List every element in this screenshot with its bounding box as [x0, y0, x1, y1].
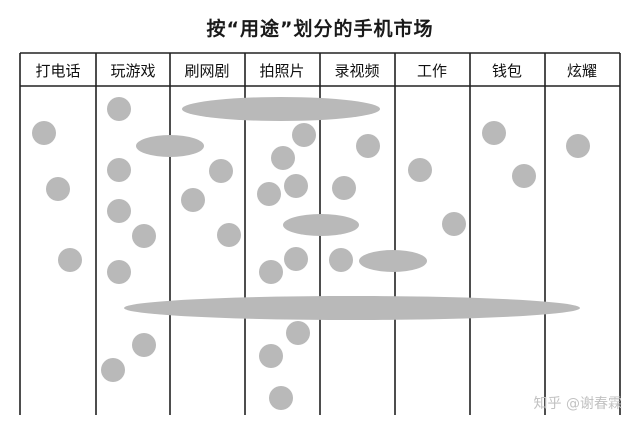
watermark: 知乎 @谢春霖	[533, 396, 622, 412]
column-header-streaming: 刷网剧	[184, 62, 229, 80]
user-dot	[132, 333, 156, 357]
table-grid	[19, 52, 621, 415]
column-header-work: 工作	[417, 62, 447, 80]
user-dot	[512, 164, 536, 188]
user-dot	[107, 97, 131, 121]
column-header-call: 打电话	[35, 62, 80, 80]
user-dot	[332, 176, 356, 200]
user-dot	[269, 386, 293, 410]
segment-ellipse	[136, 135, 204, 157]
user-dot	[32, 121, 56, 145]
segment-ellipse	[359, 250, 427, 272]
segment-ellipse	[182, 97, 380, 121]
user-dot	[271, 146, 295, 170]
user-dot	[107, 199, 131, 223]
user-dot	[408, 158, 432, 182]
user-dot	[107, 260, 131, 284]
user-dot	[442, 212, 466, 236]
user-dot	[284, 174, 308, 198]
user-dot	[292, 123, 316, 147]
column-header-photo: 拍照片	[259, 62, 304, 80]
segment-ellipse	[283, 214, 359, 236]
user-dot	[259, 344, 283, 368]
user-dot	[566, 134, 590, 158]
user-dot	[107, 158, 131, 182]
user-dot	[181, 188, 205, 212]
user-dot	[356, 134, 380, 158]
user-dot	[259, 260, 283, 284]
user-dot	[209, 159, 233, 183]
user-dot	[286, 321, 310, 345]
user-dots	[32, 97, 590, 410]
column-header-wallet: 钱包	[492, 62, 522, 80]
user-dot	[482, 121, 506, 145]
segment-ellipse	[124, 296, 580, 320]
user-dot	[329, 248, 353, 272]
user-dot	[58, 248, 82, 272]
column-header-video: 录视频	[334, 62, 379, 80]
user-dot	[132, 224, 156, 248]
user-dot	[101, 358, 125, 382]
column-header-gaming: 玩游戏	[110, 62, 155, 80]
user-dot	[284, 247, 308, 271]
segment-ellipses	[124, 97, 580, 320]
column-headers: 打电话 玩游戏 刷网剧 拍照片 录视频 工作 钱包 炫耀	[35, 62, 597, 80]
column-header-showoff: 炫耀	[567, 62, 597, 80]
user-dot	[46, 177, 70, 201]
user-dot	[257, 182, 281, 206]
user-dot	[217, 223, 241, 247]
diagram-title: 按“用途”划分的手机市场	[206, 18, 434, 40]
